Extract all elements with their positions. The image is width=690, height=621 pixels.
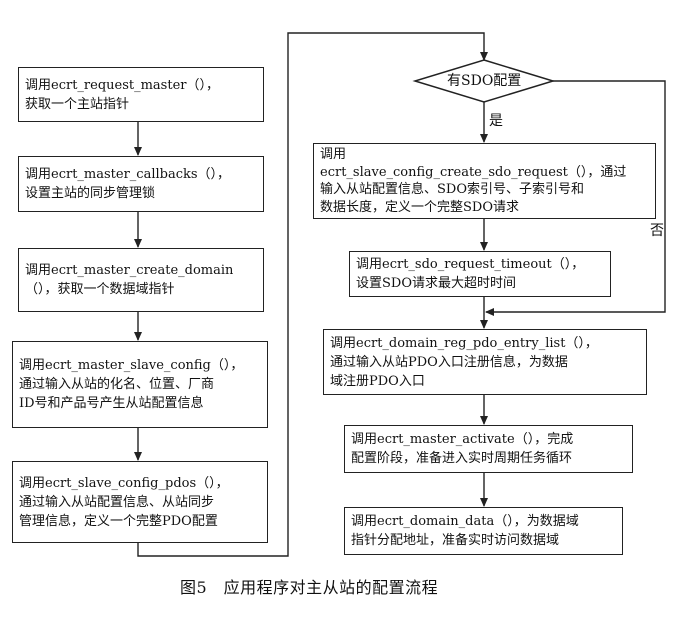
step-slave-config-pdos: 调用ecrt_slave_config_pdos（）， 通过输入从站配置信息、从… — [12, 461, 268, 543]
arrow-b5-decision — [137, 32, 488, 557]
yes-label: 是 — [489, 113, 503, 129]
step-master-slave-config: 调用ecrt_master_slave_config（）， 通过输入从站的化名、… — [12, 341, 268, 428]
step-master-callbacks: 调用ecrt_master_callbacks（）， 设置主站的同步管理锁 — [18, 156, 264, 212]
step-domain-data: 调用ecrt_domain_data（），为数据域 指针分配地址，准备实时访问数… — [344, 507, 623, 555]
figure-caption: 图5 应用程序对主从站的配置流程 — [180, 578, 439, 597]
step-create-sdo-request: 调用 ecrt_slave_config_create_sdo_request（… — [313, 143, 656, 219]
step-domain-reg-pdo-entry-list: 调用ecrt_domain_reg_pdo_entry_list（）， 通过输入… — [323, 329, 647, 395]
arrow-decision-no — [485, 80, 666, 316]
step-create-domain: 调用ecrt_master_create_domain （），获取一个数据域指针 — [18, 248, 264, 312]
decision-label: 有SDO配置 — [447, 73, 522, 89]
no-label: 否 — [650, 223, 664, 239]
step-master-activate: 调用ecrt_master_activate（），完成 配置阶段，准备进入实时周… — [344, 425, 633, 473]
step-sdo-request-timeout: 调用ecrt_sdo_request_timeout（）， 设置SDO请求最大超… — [349, 251, 611, 297]
step-request-master: 调用ecrt_request_master（）， 获取一个主站指针 — [18, 67, 264, 122]
decision-diamond — [412, 59, 556, 103]
